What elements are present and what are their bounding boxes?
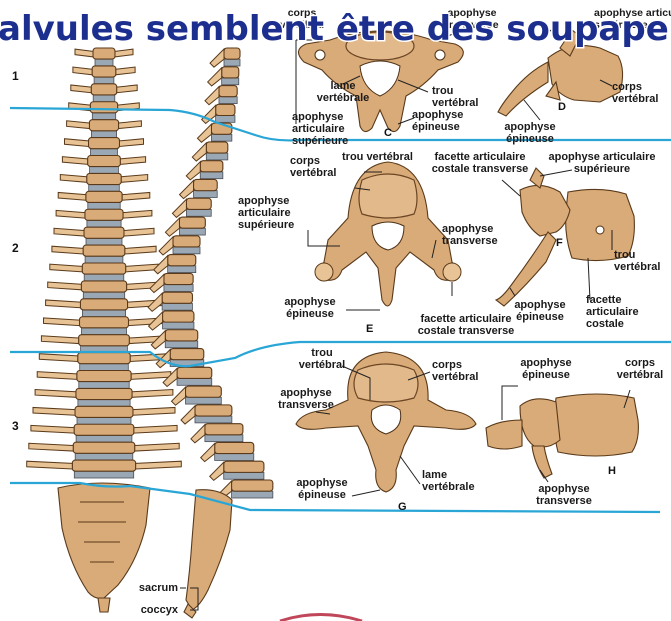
spine-front-view xyxy=(27,48,182,478)
vertebra-f-thoracic-side xyxy=(496,168,634,306)
label-coccyx: coccyx xyxy=(141,604,179,616)
sacrum-front xyxy=(58,483,150,612)
figure-letter-h: H xyxy=(608,465,616,477)
figure-letter-d: D xyxy=(558,101,566,113)
figure-letter-g: G xyxy=(398,501,407,513)
figure-letter-f: F xyxy=(556,237,563,249)
figure-letter-e: E xyxy=(366,323,373,335)
vertebra-e-thoracic-top xyxy=(315,162,461,306)
region-number-2: 2 xyxy=(12,241,19,255)
sacrum-side xyxy=(184,490,232,618)
bottom-decoration xyxy=(280,615,362,621)
region-number-3: 3 xyxy=(12,419,19,433)
label-sacrum: sacrum xyxy=(139,582,178,594)
region-number-1: 1 xyxy=(12,69,19,83)
figure-letter-c: C xyxy=(384,127,392,139)
label-e-trou-vertebral: trou vertébral xyxy=(342,151,413,163)
banner-title: alvules semblent être des soupape xyxy=(0,9,669,49)
